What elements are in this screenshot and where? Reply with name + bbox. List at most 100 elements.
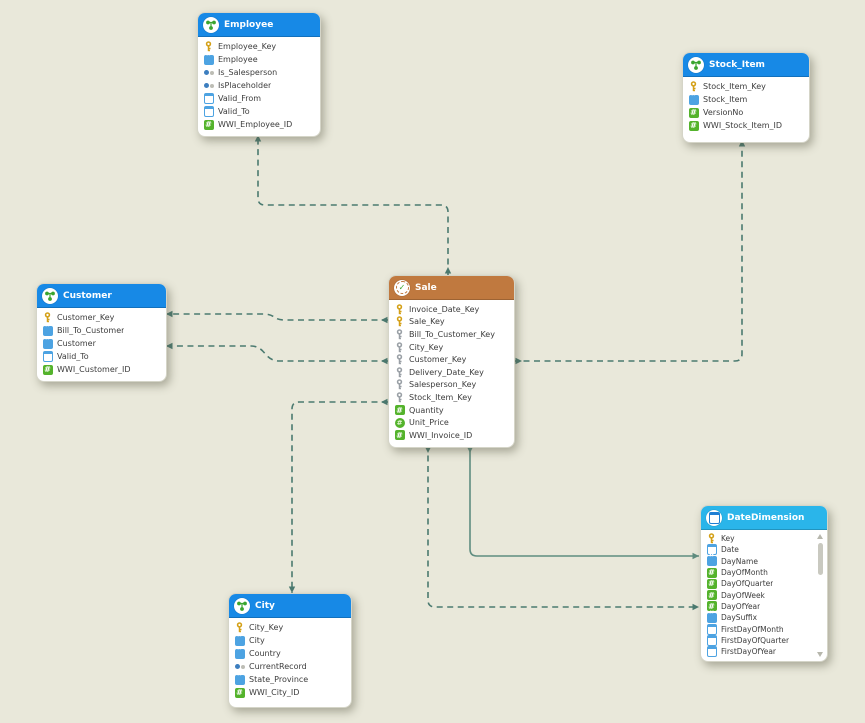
field-row-city_key[interactable]: City_Key bbox=[234, 621, 347, 634]
table-header-customer[interactable]: Customer bbox=[37, 284, 166, 308]
number-type-icon: # bbox=[234, 687, 245, 698]
field-row-dayofyear[interactable]: #DayOfYear bbox=[706, 601, 815, 612]
field-row-sale_key[interactable]: Sale_Key bbox=[394, 316, 510, 329]
field-row-valid_to[interactable]: Valid_To bbox=[42, 350, 162, 363]
field-row-firstdayofmonth[interactable]: FirstDayOfMonth bbox=[706, 623, 815, 635]
field-row-firstdayofyear[interactable]: FirstDayOfYear bbox=[706, 646, 815, 658]
table-stock_item[interactable]: Stock_Item Stock_Item_Key“Stock_Item#Ver… bbox=[682, 52, 810, 143]
scroll-down-icon[interactable] bbox=[817, 652, 823, 658]
field-row-employee[interactable]: “Employee bbox=[203, 52, 316, 66]
table-header-datedimension[interactable]: DateDimension bbox=[701, 506, 827, 530]
number-type-icon: # bbox=[203, 119, 214, 130]
fields-scrollbar[interactable] bbox=[816, 533, 825, 658]
field-name: DayOfYear bbox=[721, 601, 761, 611]
dimension-icon bbox=[234, 597, 250, 614]
table-title: Employee bbox=[224, 19, 274, 30]
field-row-salesperson_key[interactable]: Salesperson_Key bbox=[394, 379, 510, 392]
field-name: DayOfQuarter bbox=[721, 579, 774, 589]
field-row-city_key[interactable]: City_Key bbox=[394, 341, 510, 354]
field-row-key[interactable]: Key bbox=[706, 533, 815, 544]
fact-table-icon: ✓ bbox=[394, 279, 410, 296]
field-row-customer_key[interactable]: Customer_Key bbox=[394, 353, 510, 366]
field-row-wwi_invoice_id[interactable]: #WWI_Invoice_ID bbox=[394, 429, 510, 442]
field-name: Stock_Item_Key bbox=[409, 392, 472, 402]
field-row-wwi_employee_id[interactable]: #WWI_Employee_ID bbox=[203, 118, 316, 131]
relationship-arrowhead bbox=[692, 552, 699, 560]
field-name: City bbox=[249, 636, 265, 645]
field-row-dayofweek[interactable]: #DayOfWeek bbox=[706, 589, 815, 601]
field-row-country[interactable]: “Country bbox=[234, 646, 347, 660]
field-row-valid_to[interactable]: Valid_To bbox=[203, 105, 316, 118]
field-row-bill_to_customer_key[interactable]: Bill_To_Customer_Key bbox=[394, 328, 510, 341]
scroll-up-icon[interactable] bbox=[817, 534, 823, 539]
table-header-sale[interactable]: ✓ Sale bbox=[389, 276, 514, 300]
field-row-customer[interactable]: “Customer bbox=[42, 336, 162, 350]
date-type-icon bbox=[203, 93, 214, 104]
connection-sale-datedimension-delivery[interactable] bbox=[427, 445, 699, 608]
table-customer[interactable]: Customer Customer_Key“Bill_To_Customer“C… bbox=[36, 283, 167, 382]
scrollbar-thumb[interactable] bbox=[817, 543, 823, 575]
field-row-customer_key[interactable]: Customer_Key bbox=[42, 311, 162, 324]
field-row-invoice_date_key[interactable]: Invoice_Date_Key bbox=[394, 303, 510, 316]
field-row-bill_to_customer[interactable]: “Bill_To_Customer bbox=[42, 323, 162, 337]
field-name: WWI_City_ID bbox=[249, 688, 300, 697]
table-header-stock_item[interactable]: Stock_Item bbox=[683, 53, 809, 77]
field-row-firstdayofquarter[interactable]: FirstDayOfQuarter bbox=[706, 634, 815, 646]
connection-sale-stock_item[interactable] bbox=[513, 140, 743, 362]
field-name: Customer_Key bbox=[409, 355, 467, 365]
relationship-arrowhead bbox=[166, 310, 173, 318]
text-type-icon: “ bbox=[42, 336, 53, 349]
field-row-isplaceholder[interactable]: IsPlaceholder bbox=[203, 79, 316, 92]
field-row-quantity[interactable]: #Quantity bbox=[394, 404, 510, 417]
field-row-dayofquarter[interactable]: #DayOfQuarter bbox=[706, 578, 815, 589]
field-name: Employee_Key bbox=[218, 42, 277, 51]
field-row-state_province[interactable]: “State_Province bbox=[234, 672, 347, 686]
date-type-icon bbox=[706, 623, 717, 635]
field-row-city[interactable]: “City bbox=[234, 633, 347, 647]
relationship-arrowhead bbox=[254, 135, 262, 142]
field-row-employee_key[interactable]: Employee_Key bbox=[203, 40, 316, 53]
field-row-wwi_city_id[interactable]: # WWI_City_ID bbox=[234, 686, 347, 699]
field-row-wwi_customer_id[interactable]: #WWI_Customer_ID bbox=[42, 363, 162, 376]
field-row-stock_item_key[interactable]: Stock_Item_Key bbox=[394, 391, 510, 404]
text-type-icon: “ bbox=[688, 92, 699, 105]
boolean-type-icon bbox=[203, 67, 214, 78]
field-row-date[interactable]: Date bbox=[706, 544, 815, 556]
relationship-arrowhead bbox=[381, 398, 388, 406]
field-row-dayofmonth[interactable]: #DayOfMonth bbox=[706, 567, 815, 578]
field-row-wwi_stock_item_id[interactable]: #WWI_Stock_Item_ID bbox=[688, 119, 805, 132]
decimal-type-icon: # bbox=[394, 417, 405, 428]
field-row-currentrecord[interactable]: CurrentRecord bbox=[234, 660, 347, 673]
connection-sale-datedimension-invoice[interactable] bbox=[469, 445, 699, 557]
field-row-stock_item[interactable]: “Stock_Item bbox=[688, 92, 805, 106]
field-name: WWI_Customer_ID bbox=[57, 365, 131, 374]
field-row-versionno[interactable]: #VersionNo bbox=[688, 106, 805, 119]
field-name: Valid_To bbox=[57, 352, 89, 361]
table-header-city[interactable]: City bbox=[229, 594, 351, 618]
field-row-delivery_date_key[interactable]: Delivery_Date_Key bbox=[394, 366, 510, 379]
text-type-icon: “ bbox=[706, 553, 717, 567]
relationship-arrowhead bbox=[515, 357, 522, 365]
table-title: Sale bbox=[415, 282, 437, 293]
field-row-daysuffix[interactable]: “DaySuffix bbox=[706, 610, 815, 623]
connection-sale-customer[interactable] bbox=[166, 345, 388, 362]
connection-sale-employee[interactable] bbox=[257, 135, 449, 275]
field-name: Sale_Key bbox=[409, 317, 445, 327]
field-row-dayname[interactable]: “DayName bbox=[706, 553, 815, 567]
connection-sale-city[interactable] bbox=[291, 401, 388, 593]
table-sale[interactable]: ✓ Sale Invoice_Date_Key Sale_Key Bill_To_… bbox=[388, 275, 515, 448]
table-header-employee[interactable]: Employee bbox=[198, 13, 320, 37]
field-row-unit_price[interactable]: #Unit_Price bbox=[394, 416, 510, 429]
table-fields: Invoice_Date_Key Sale_Key Bill_To_Custom… bbox=[389, 300, 514, 447]
field-row-is_salesperson[interactable]: Is_Salesperson bbox=[203, 66, 316, 79]
connection-sale-customer-bill_to[interactable] bbox=[166, 313, 388, 321]
relationship-arrowhead bbox=[738, 140, 746, 147]
field-row-valid_from[interactable]: Valid_From bbox=[203, 92, 316, 105]
foreign-key-icon bbox=[394, 392, 405, 403]
field-row-stock_item_key[interactable]: Stock_Item_Key bbox=[688, 80, 805, 93]
